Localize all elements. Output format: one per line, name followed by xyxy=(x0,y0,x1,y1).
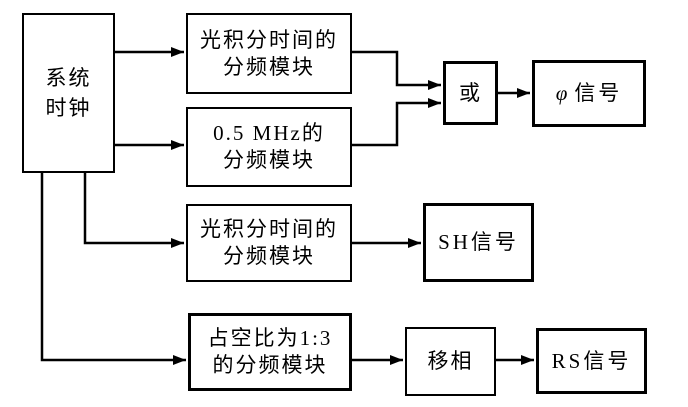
node-system-clock: 系统 时钟 xyxy=(22,13,115,173)
divider-integration-mid-label-line2: 分频模块 xyxy=(223,244,315,268)
divider-integration-top-label-line2: 分频模块 xyxy=(223,54,315,79)
rs-signal-label: RS信号 xyxy=(551,348,632,373)
connector-clock-to-div-int-mid xyxy=(83,173,184,248)
phi-symbol: φ xyxy=(555,81,571,105)
node-divider-duty-ratio: 占空比为1:3 的分频模块 xyxy=(188,313,352,391)
phi-signal-label: 信号 xyxy=(574,81,623,105)
connector-div-int-top-to-or xyxy=(352,50,441,90)
system-clock-label-line1: 系统 xyxy=(45,66,92,90)
node-rs-signal: RS信号 xyxy=(536,328,647,394)
divider-integration-top-label-line1: 光积分时间的 xyxy=(200,27,338,52)
system-clock-label-line2: 时钟 xyxy=(45,96,92,120)
connector-div-05mhz-to-or xyxy=(352,98,441,147)
divider-05mhz-label-line1: 0.5 MHz的 xyxy=(213,121,325,145)
node-phase-shift: 移相 xyxy=(405,327,496,396)
divider-integration-mid-label-line1: 光积分时间的 xyxy=(200,217,338,241)
node-or-gate: 或 xyxy=(443,61,498,125)
divider-duty-ratio-label-line1: 占空比为1:3 xyxy=(207,326,333,350)
node-divider-05mhz: 0.5 MHz的 分频模块 xyxy=(186,107,352,187)
sh-signal-label: SH信号 xyxy=(438,230,519,254)
divider-05mhz-label-line2: 分频模块 xyxy=(223,148,315,172)
node-sh-signal: SH信号 xyxy=(423,203,534,282)
node-divider-integration-mid: 光积分时间的 分频模块 xyxy=(186,204,352,282)
divider-duty-ratio-label-line2: 的分频模块 xyxy=(212,353,328,377)
connector-clock-to-div-duty xyxy=(40,173,186,365)
node-phi-signal: φ 信号 xyxy=(532,60,646,127)
phase-shift-label: 移相 xyxy=(427,349,474,373)
node-divider-integration-top: 光积分时间的 分频模块 xyxy=(186,13,352,94)
or-gate-label: 或 xyxy=(459,80,482,105)
